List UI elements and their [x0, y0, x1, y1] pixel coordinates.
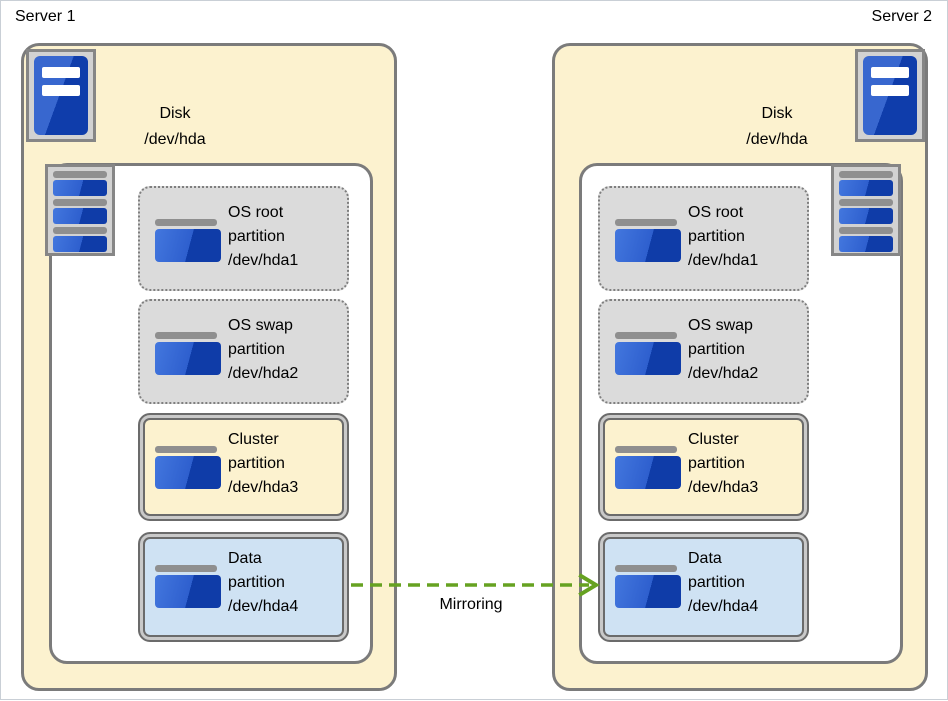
- partition-name-line: OS swap: [688, 314, 758, 338]
- partition-device: /dev/hda3: [688, 476, 758, 500]
- partition-icon: [155, 332, 217, 339]
- partition-name-line: OS swap: [228, 314, 298, 338]
- partition-name-line: OS root: [228, 201, 298, 225]
- partition-name-line: partition: [228, 338, 298, 362]
- partition-data: Data partition /dev/hda4: [138, 532, 349, 642]
- partition-name-line: partition: [688, 571, 758, 595]
- partition-device: /dev/hda2: [688, 362, 758, 386]
- partition-name-line: partition: [228, 452, 298, 476]
- disk-stack-icon: [45, 164, 115, 256]
- partition-text: OS swap partition /dev/hda2: [228, 314, 298, 386]
- partition-icon: [155, 342, 221, 375]
- partition-device: /dev/hda4: [228, 595, 298, 619]
- disk-label-line2: /dev/hda: [90, 127, 260, 153]
- partition-data: Data partition /dev/hda4: [598, 532, 809, 642]
- partition-name-line: partition: [228, 571, 298, 595]
- partition-device: /dev/hda2: [228, 362, 298, 386]
- partition-text: Data partition /dev/hda4: [228, 547, 298, 619]
- partition-cluster: Cluster partition /dev/hda3: [138, 413, 349, 521]
- disk-stack-bar: [53, 227, 107, 234]
- partition-icon: [155, 565, 217, 572]
- partition-name-line: partition: [688, 225, 758, 249]
- server2-label: Server 2: [872, 8, 932, 26]
- partition-os-root: OS root partition /dev/hda1: [138, 186, 349, 291]
- partition-device: /dev/hda1: [228, 249, 298, 273]
- partition-text: OS root partition /dev/hda1: [228, 201, 298, 273]
- server1-box: Disk /dev/hda OS root partition /dev/hda…: [21, 43, 397, 691]
- disk-stack-bar: [53, 171, 107, 178]
- server-icon: [26, 49, 96, 142]
- partition-text: Cluster partition /dev/hda3: [688, 428, 758, 500]
- partition-name-line: Cluster: [228, 428, 298, 452]
- partition-text: OS swap partition /dev/hda2: [688, 314, 758, 386]
- server-tower-slot: [42, 67, 80, 78]
- partition-name-line: Data: [228, 547, 298, 571]
- partition-icon: [615, 446, 677, 453]
- partition-icon: [615, 342, 681, 375]
- disk-label-line1: Disk: [692, 101, 862, 127]
- disk-stack-bar: [839, 199, 893, 206]
- partition-icon: [615, 229, 681, 262]
- disk-label: Disk /dev/hda: [692, 101, 862, 153]
- partition-icon: [155, 229, 221, 262]
- disk-label: Disk /dev/hda: [90, 101, 260, 153]
- disk-stack-platter: [53, 236, 107, 252]
- partition-cluster: Cluster partition /dev/hda3: [598, 413, 809, 521]
- disk-stack-platter: [839, 236, 893, 252]
- partition-icon: [615, 575, 681, 608]
- partition-text: Data partition /dev/hda4: [688, 547, 758, 619]
- partition-icon: [155, 446, 217, 453]
- disk-stack-platter: [839, 208, 893, 224]
- disk-stack-icon: [831, 164, 901, 256]
- partition-os-root: OS root partition /dev/hda1: [598, 186, 809, 291]
- partition-icon: [615, 332, 677, 339]
- partition-name-line: partition: [228, 225, 298, 249]
- disk-stack-platter: [53, 208, 107, 224]
- server-icon: [855, 49, 925, 142]
- partition-name-line: Data: [688, 547, 758, 571]
- disk-stack-bar: [839, 227, 893, 234]
- partition-device: /dev/hda1: [688, 249, 758, 273]
- partition-icon: [155, 456, 221, 489]
- partition-icon: [615, 456, 681, 489]
- disk-label-line2: /dev/hda: [692, 127, 862, 153]
- partition-text: OS root partition /dev/hda1: [688, 201, 758, 273]
- disk-stack-bar: [839, 171, 893, 178]
- mirroring-label: Mirroring: [401, 596, 541, 614]
- server1-label: Server 1: [15, 8, 75, 26]
- partition-icon: [155, 219, 217, 226]
- server-tower-icon: [34, 56, 88, 135]
- server-tower-slot: [871, 85, 909, 96]
- partition-device: /dev/hda3: [228, 476, 298, 500]
- disk-label-line1: Disk: [90, 101, 260, 127]
- partition-device: /dev/hda4: [688, 595, 758, 619]
- partition-os-swap: OS swap partition /dev/hda2: [598, 299, 809, 404]
- partition-name-line: partition: [688, 338, 758, 362]
- partition-text: Cluster partition /dev/hda3: [228, 428, 298, 500]
- partition-name-line: OS root: [688, 201, 758, 225]
- server-tower-slot: [871, 67, 909, 78]
- server-tower-slot: [42, 85, 80, 96]
- disk-stack-platter: [839, 180, 893, 196]
- disk-stack-platter: [53, 180, 107, 196]
- server-tower-icon: [863, 56, 917, 135]
- partition-icon: [615, 565, 677, 572]
- disk-stack-bar: [53, 199, 107, 206]
- partition-name-line: partition: [688, 452, 758, 476]
- partition-icon: [615, 219, 677, 226]
- server2-box: Disk /dev/hda OS root partition /dev/hda…: [552, 43, 928, 691]
- partition-os-swap: OS swap partition /dev/hda2: [138, 299, 349, 404]
- partition-name-line: Cluster: [688, 428, 758, 452]
- partition-icon: [155, 575, 221, 608]
